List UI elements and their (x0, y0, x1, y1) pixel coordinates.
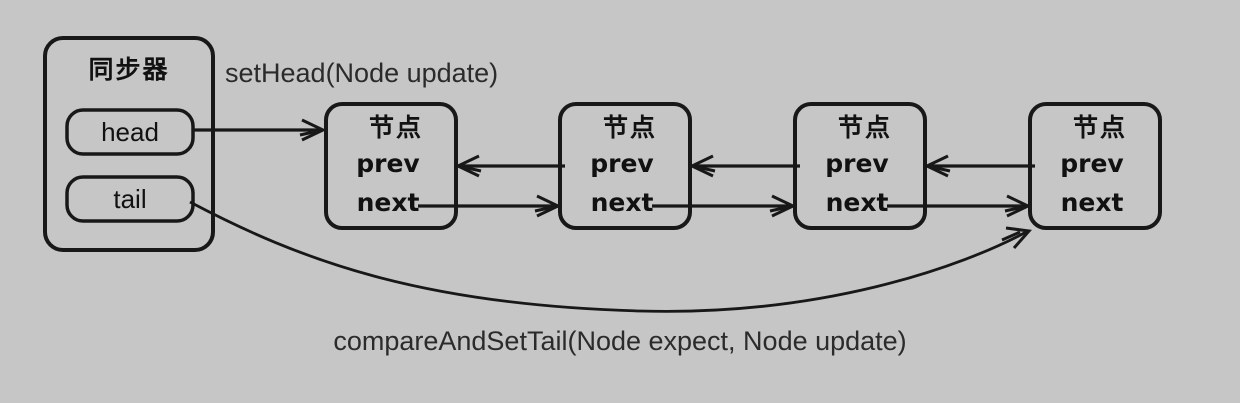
node-2: 节点 prev next (558, 102, 692, 230)
prev-link-2-arrow (688, 154, 714, 178)
node-3-next-label: next (826, 188, 889, 217)
node-1-title: 节点 (369, 113, 423, 142)
node-3-prev-label: prev (825, 149, 888, 178)
tail-curve-path (189, 200, 1029, 313)
node-1-next-label: next (357, 188, 420, 217)
tail-pointer-label: tail (113, 184, 146, 214)
tail-pointer[interactable]: tail (65, 175, 195, 223)
tail-to-node4-curve (189, 200, 1032, 313)
tail-curve-arrow (1005, 226, 1032, 249)
sync-container-label: 同步器 (88, 55, 169, 84)
node-3-title: 节点 (838, 113, 892, 142)
next-link-node3-to-node4 (887, 194, 1032, 218)
set-head-method-label: setHead(Node update) (225, 58, 498, 88)
prev-link-node3-to-node2 (688, 154, 800, 178)
node-4-title: 节点 (1073, 113, 1127, 142)
prev-link-3-barb (931, 165, 951, 173)
prev-link-node2-to-node1 (454, 154, 565, 178)
next-link-node2-to-node3 (652, 194, 797, 218)
next-link-2-arrow (771, 194, 797, 218)
head-pointer[interactable]: head (65, 108, 195, 156)
next-link-1-arrow (536, 194, 562, 218)
node-2-next-label: next (591, 188, 654, 217)
next-link-node1-to-node2 (418, 194, 562, 218)
node-1-prev-label: prev (356, 149, 419, 178)
sync-container: 同步器 head tail (43, 36, 215, 252)
compare-and-set-tail-method-label: compareAndSetTail(Node expect, Node upda… (333, 326, 906, 356)
node-4-next-label: next (1061, 188, 1124, 217)
next-link-1-barb (534, 205, 554, 213)
prev-link-1-arrow (454, 154, 480, 178)
head-pointer-box[interactable] (65, 108, 195, 156)
node-1: 节点 prev next (324, 102, 458, 230)
head-arrow-head-barb (299, 129, 319, 137)
prev-link-3-arrow (923, 154, 949, 178)
head-arrow-head (301, 118, 327, 142)
node-3: 节点 prev next (793, 102, 927, 230)
node-4-prev-label: prev (1060, 149, 1123, 178)
next-link-2-barb (769, 205, 789, 213)
node-4: 节点 prev next (1028, 102, 1162, 230)
node-2-title: 节点 (603, 113, 657, 142)
prev-link-2-barb (696, 165, 716, 173)
prev-link-node4-to-node3 (923, 154, 1035, 178)
prev-link-1-barb (462, 165, 482, 173)
head-pointer-label: head (101, 117, 159, 147)
head-to-node1-arrow (193, 118, 327, 142)
node-2-prev-label: prev (590, 149, 653, 178)
next-link-3-barb (1004, 205, 1024, 213)
tail-pointer-box[interactable] (65, 175, 195, 223)
tail-curve-barb (1001, 230, 1021, 242)
next-link-3-arrow (1006, 194, 1032, 218)
